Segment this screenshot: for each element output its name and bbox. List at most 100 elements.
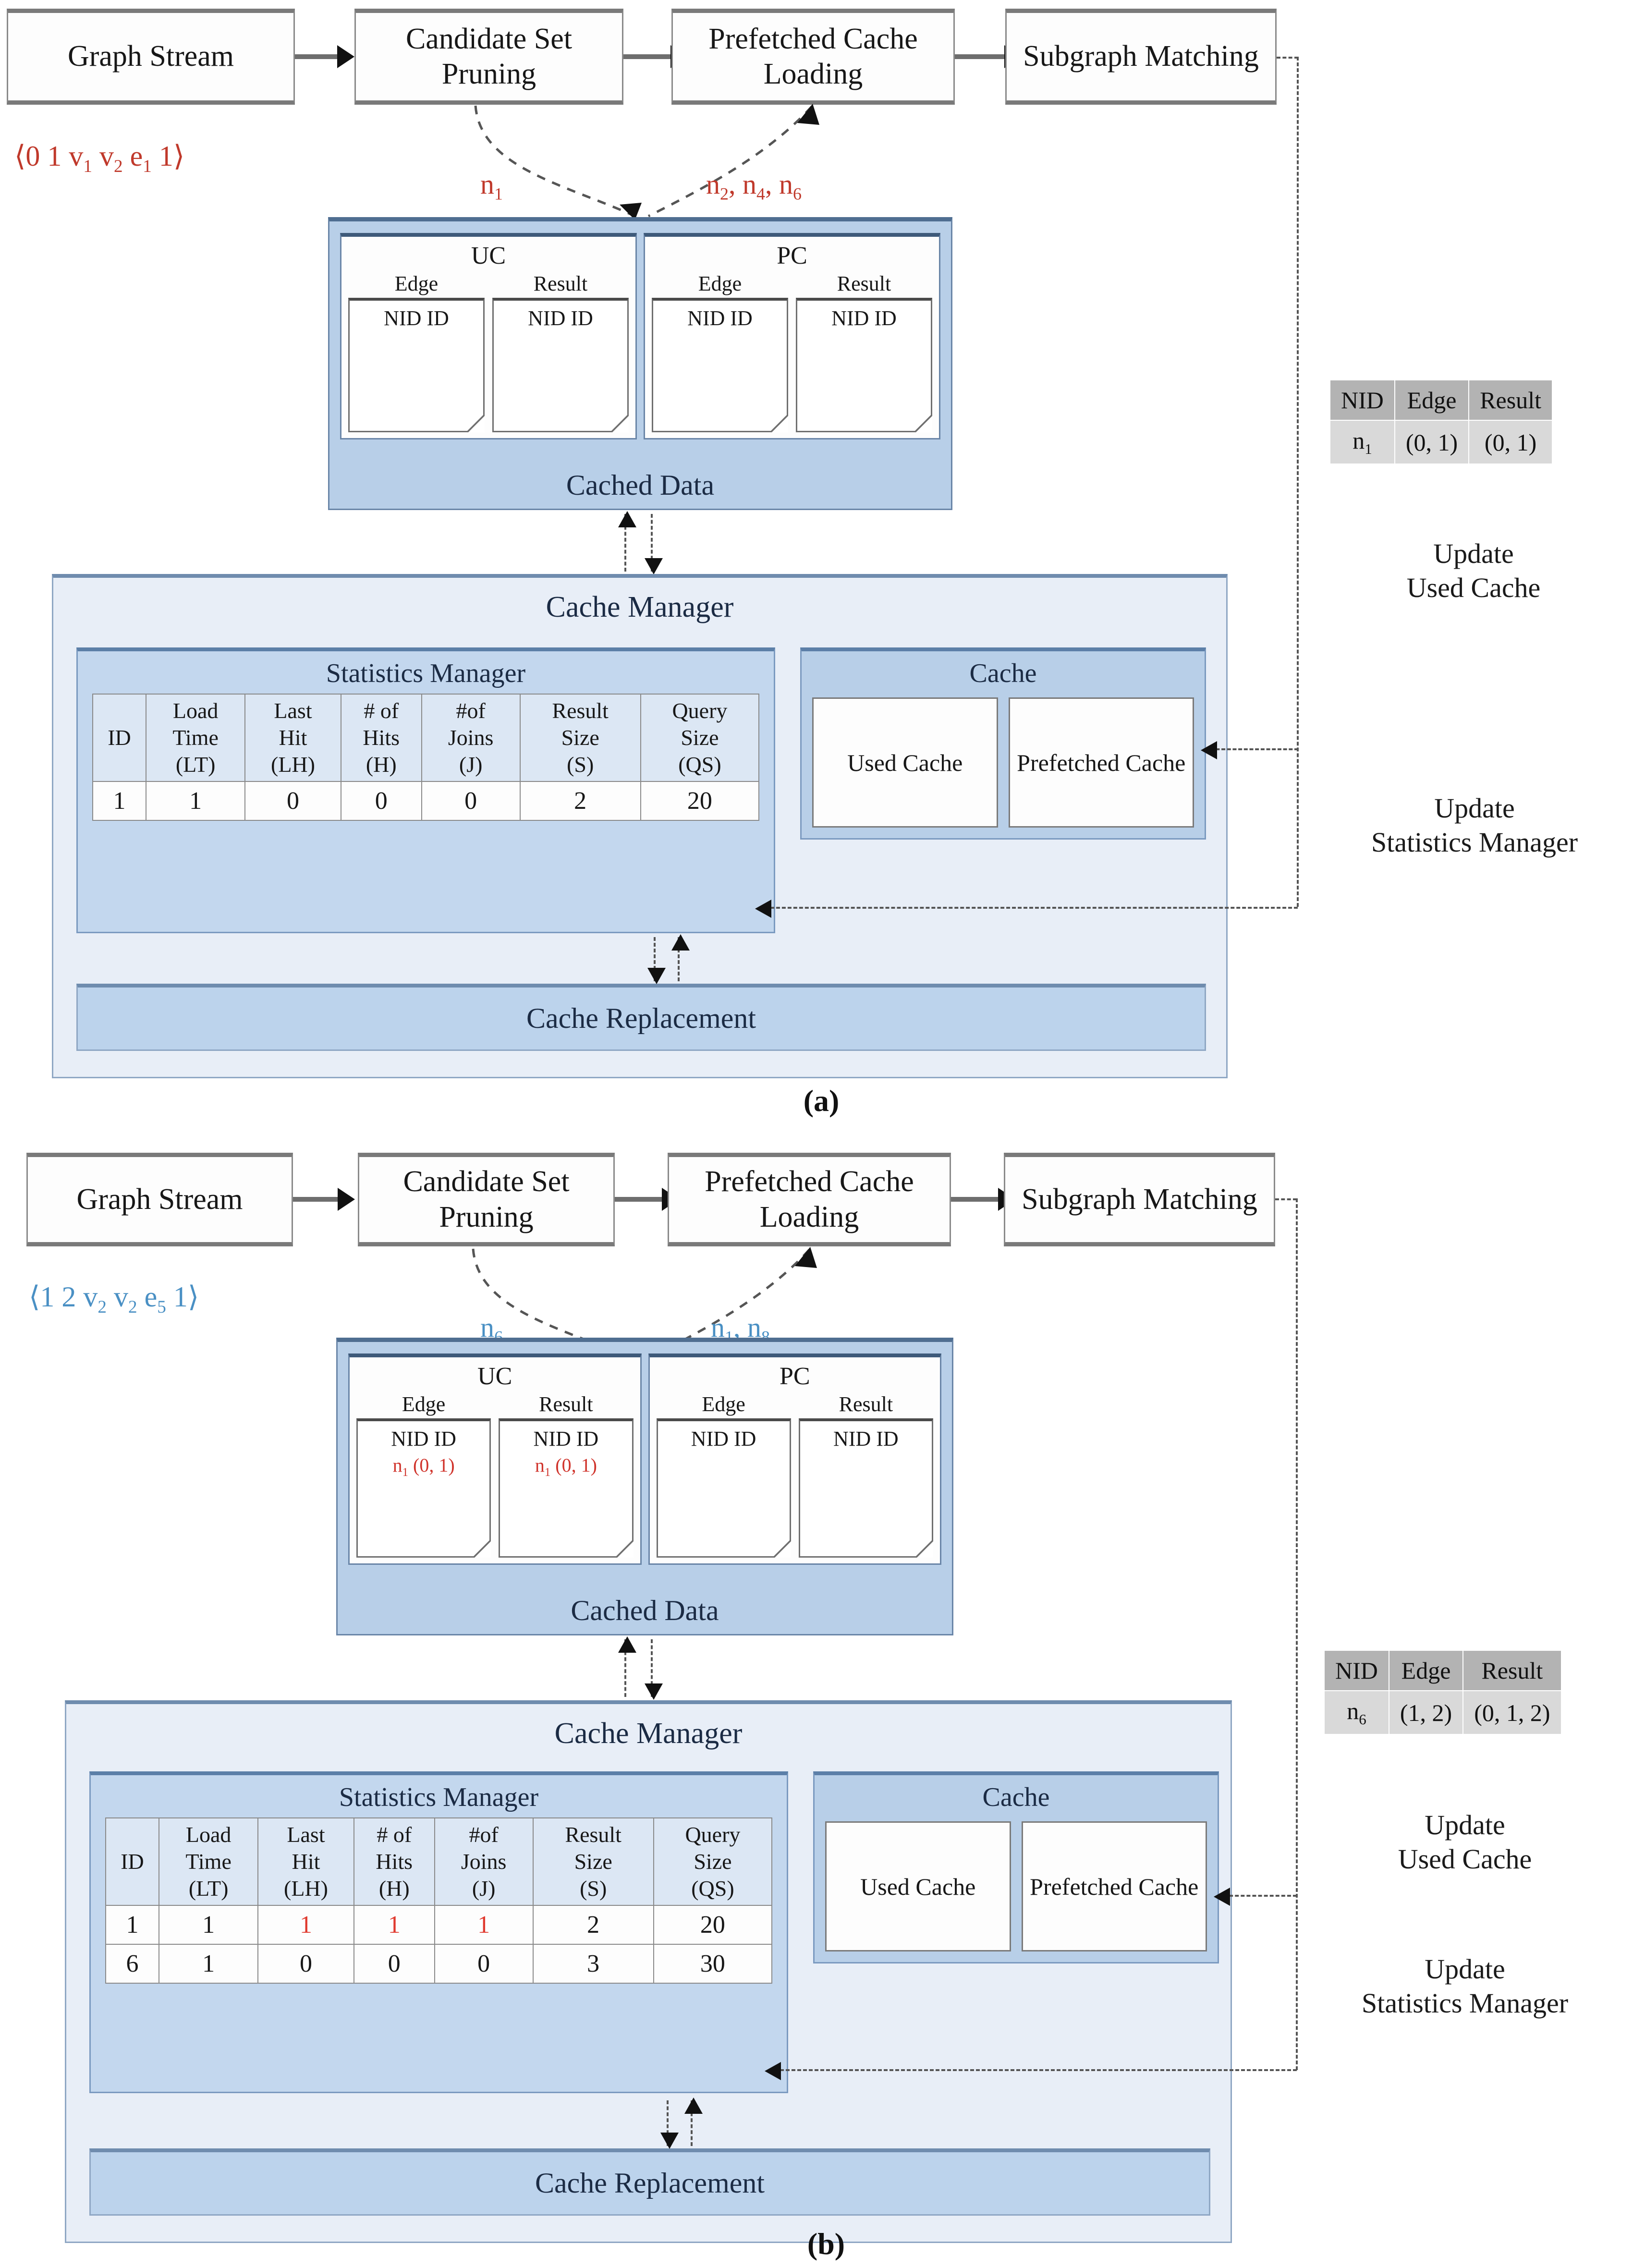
- pc-result-doc[interactable]: NID ID: [796, 298, 932, 432]
- flow-box-prefetched-cache-loading[interactable]: Prefetched Cache Loading: [671, 9, 955, 105]
- cache-panel: Cache Used Cache Prefetched Cache: [813, 1771, 1219, 1963]
- uc-edge-value: NID ID: [391, 1427, 456, 1451]
- cache-title: Cache: [969, 658, 1037, 688]
- flow-box-subgraph-matching[interactable]: Subgraph Matching: [1005, 9, 1277, 105]
- used-cache-box[interactable]: Used Cache: [825, 1821, 1011, 1951]
- table-row[interactable]: n6 (1, 2) (0, 1, 2): [1324, 1690, 1562, 1735]
- cache-manager-panel: Cache Manager Statistics Manager ID Load…: [52, 574, 1228, 1078]
- uc-result-doc[interactable]: NID ID: [492, 298, 629, 432]
- uc-result-column: Result NID ID n1 (0, 1): [499, 1392, 634, 1558]
- stat-cell: 1: [92, 781, 146, 821]
- panel-b: Graph Stream Candidate Set Pruning Prefe…: [0, 1126, 1645, 2268]
- statistics-header-row: ID Load Time (LT) Last Hit (LH): [92, 693, 760, 782]
- pc-edge-doc[interactable]: NID ID: [652, 298, 788, 432]
- note-update-used-cache: Update Used Cache: [1329, 537, 1618, 605]
- panel-label-b: (b): [807, 2227, 845, 2261]
- uc-edge-column: Edge NID ID: [348, 271, 485, 432]
- table-row[interactable]: 1 1 1 1 1 2 20: [105, 1905, 773, 1945]
- pc-result-header: Result: [839, 1392, 893, 1416]
- stat-cell: 2: [532, 1905, 654, 1945]
- stat-col-j-line2: Joins: [461, 1849, 507, 1874]
- uc-edge-annotation-sub: 1: [402, 1466, 408, 1479]
- note-update-statistics-manager: Update Statistics Manager: [1306, 792, 1643, 860]
- link-replacement-to-stats-up: [684, 2097, 703, 2146]
- flow-box-prefetched-cache-loading[interactable]: Prefetched Cache Loading: [668, 1153, 951, 1246]
- flow-box-graph-stream[interactable]: Graph Stream: [7, 9, 295, 105]
- stat-col-lt-line3: (LT): [175, 752, 216, 777]
- table-row[interactable]: n1 (0, 1) (0, 1): [1329, 420, 1553, 464]
- stat-col-qs-line3: (QS): [691, 1876, 734, 1901]
- feedback-line-to-cache: [1201, 741, 1298, 759]
- flow-box-subgraph-matching[interactable]: Subgraph Matching: [1004, 1153, 1275, 1246]
- table-row[interactable]: 6 1 0 0 0 3 30: [105, 1944, 773, 1984]
- flow-box-candidate-set-pruning[interactable]: Candidate Set Pruning: [354, 9, 623, 105]
- stat-cell: 1: [145, 781, 246, 821]
- stat-col-id-line2: ID: [108, 725, 131, 750]
- uc-result-annotation-sub: 1: [544, 1466, 551, 1479]
- nid-cell-id: n6: [1324, 1690, 1389, 1735]
- stat-cell: 0: [353, 1944, 435, 1984]
- pc-edge-doc[interactable]: NID ID: [656, 1418, 791, 1558]
- cache-manager-panel: Cache Manager Statistics Manager ID Load…: [65, 1700, 1232, 2243]
- statistics-manager-panel: Statistics Manager ID Load Time (LT): [76, 647, 775, 933]
- nid-col-result: Result: [1462, 1650, 1562, 1691]
- stream-tuple-label: ⟨1 2 v2 v2 e5 1⟩: [29, 1281, 199, 1317]
- link-manager-to-cacheddata-down: [645, 514, 663, 574]
- prefetched-cache-box[interactable]: Prefetched Cache: [1008, 697, 1194, 828]
- prefetched-cache-box[interactable]: Prefetched Cache: [1021, 1821, 1207, 1951]
- cache-half-pc: PC Edge NID ID Result NID ID: [644, 233, 940, 439]
- stat-cell: 30: [653, 1944, 773, 1984]
- stat-cell: 1: [434, 1905, 534, 1945]
- statistics-body: 1 1 0 0 0 2 20: [92, 781, 760, 821]
- panel-a: Graph Stream Candidate Set Pruning Prefe…: [0, 0, 1645, 1126]
- stat-col-result-size: Result Size (S): [519, 693, 641, 782]
- stat-col-h-line3: (H): [366, 752, 397, 777]
- nid-summary-table[interactable]: NID Edge Result n6 (1, 2) (0, 1, 2): [1324, 1650, 1562, 1735]
- nid-col-nid: NID: [1324, 1650, 1389, 1691]
- curve-connectors: [474, 104, 819, 220]
- stat-col-num-joins: #of Joins (J): [434, 1817, 534, 1906]
- stat-col-j-line3: (J): [472, 1876, 496, 1901]
- nid-cell-result: (0, 1): [1468, 420, 1553, 464]
- uc-edge-doc[interactable]: NID ID n1 (0, 1): [356, 1418, 491, 1558]
- cache-replacement-box[interactable]: Cache Replacement: [76, 984, 1206, 1051]
- nid-col-result: Result: [1468, 379, 1553, 421]
- used-cache-box[interactable]: Used Cache: [812, 697, 998, 828]
- uc-edge-doc[interactable]: NID ID: [348, 298, 485, 432]
- stat-cell: 1: [353, 1905, 435, 1945]
- statistics-table[interactable]: ID Load Time (LT) Last Hit (LH): [92, 693, 760, 821]
- uc-result-doc[interactable]: NID ID n1 (0, 1): [499, 1418, 634, 1558]
- note-used-cache-line2: Used Cache: [1406, 572, 1541, 603]
- table-row[interactable]: 1 1 0 0 0 2 20: [92, 781, 760, 821]
- statistics-table[interactable]: ID Load Time (LT) Last Hit (LH): [105, 1817, 773, 1984]
- edge-label-right: n2, n4, n6: [706, 169, 802, 204]
- nid-header-row: NID Edge Result: [1329, 379, 1553, 421]
- pc-edge-column: Edge NID ID: [652, 271, 788, 432]
- cache-replacement-box[interactable]: Cache Replacement: [89, 2148, 1210, 2216]
- stat-col-qs-line2: Size: [694, 1849, 732, 1874]
- statistics-manager-panel: Statistics Manager ID Load Time (LT): [89, 1771, 788, 2093]
- pc-title: PC: [777, 242, 807, 269]
- pc-result-doc[interactable]: NID ID: [798, 1418, 933, 1558]
- panel-label-a: (a): [803, 1084, 840, 1118]
- flow-box-candidate-set-pruning[interactable]: Candidate Set Pruning: [358, 1153, 615, 1246]
- stat-col-lt-line2: Time: [172, 725, 219, 750]
- statistics-manager-title: Statistics Manager: [326, 658, 526, 688]
- stat-col-num-hits: # of Hits (H): [353, 1817, 435, 1906]
- nid-summary-table[interactable]: NID Edge Result n1 (0, 1) (0, 1): [1329, 379, 1553, 464]
- flow-arrow-3: [955, 45, 1022, 68]
- note-stats-line2: Statistics Manager: [1371, 826, 1578, 858]
- cache-manager-title: Cache Manager: [546, 591, 734, 623]
- pc-result-column: Result NID ID: [796, 271, 932, 432]
- cache-manager-title: Cache Manager: [554, 1717, 743, 1750]
- stat-cell: 0: [244, 781, 341, 821]
- feedback-line-to-cache: [1214, 1888, 1297, 1906]
- nid-cell-edge: (0, 1): [1394, 420, 1470, 464]
- uc-result-annotation: n1 (0, 1): [535, 1454, 597, 1479]
- feedback-line-vertical: [1296, 1198, 1298, 2070]
- flow-box-graph-stream[interactable]: Graph Stream: [26, 1153, 293, 1246]
- cache-panel: Cache Used Cache Prefetched Cache: [800, 647, 1206, 840]
- stat-col-num-joins: #of Joins (J): [421, 693, 521, 782]
- note-stats-line1: Update: [1425, 1953, 1505, 1985]
- stat-col-lh-line3: (LH): [271, 752, 315, 777]
